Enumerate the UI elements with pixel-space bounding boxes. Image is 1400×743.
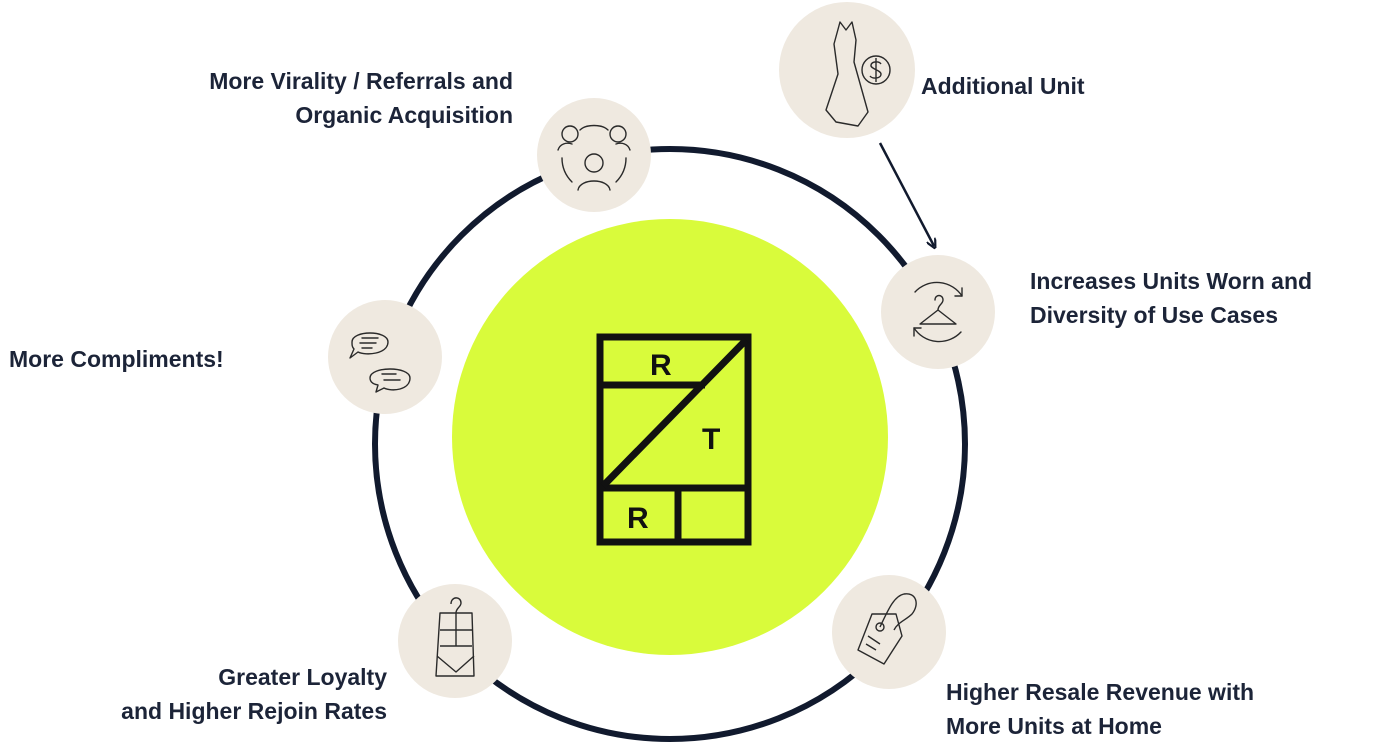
chat-bubbles-icon [349, 332, 411, 393]
center-disc [452, 219, 888, 655]
label-loyalty-line-1: Greater Loyalty [218, 664, 387, 690]
people-network-icon [557, 124, 631, 191]
node-virality [537, 98, 651, 212]
label-loyalty-line-2: and Higher Rejoin Rates [121, 698, 387, 724]
label-virality-line-2: Organic Acquisition [295, 102, 513, 128]
label-virality-line-1: More Virality / Referrals and [209, 68, 513, 94]
additional-unit-arrow [878, 142, 934, 246]
label-loyalty: Greater Loyalty and Higher Rejoin Rates [121, 660, 387, 728]
node-resale-revenue [832, 575, 946, 689]
logo-letter-r-top: R [650, 349, 672, 382]
garment-bag-icon [435, 597, 475, 677]
label-units-worn: Increases Units Worn and Diversity of Us… [1030, 264, 1312, 332]
dress-dollar-icon [825, 21, 891, 127]
logo-letter-r-bottom: R [627, 502, 649, 535]
label-resale-revenue-line-1: Higher Resale Revenue with [946, 679, 1255, 705]
flywheel-ring [372, 146, 968, 742]
rtr-logo [596, 333, 752, 546]
label-units-worn-line-2: Diversity of Use Cases [1030, 302, 1279, 328]
label-additional-unit-line-1: Additional Unit [921, 73, 1085, 99]
node-compliments [328, 300, 442, 414]
label-units-worn-line-1: Increases Units Worn and [1030, 268, 1313, 294]
node-loyalty [398, 584, 512, 698]
price-tag-icon [857, 593, 917, 665]
node-additional-unit [779, 2, 915, 138]
label-resale-revenue-line-2: More Units at Home [946, 713, 1162, 739]
label-virality: More Virality / Referrals and Organic Ac… [209, 64, 513, 132]
logo-letter-t: T [702, 423, 720, 456]
label-additional-unit: Additional Unit [921, 69, 1085, 103]
label-compliments-line-1: More Compliments! [9, 346, 224, 372]
label-compliments: More Compliments! [9, 342, 224, 376]
hanger-cycle-icon [913, 281, 963, 343]
node-units-worn [881, 255, 995, 369]
label-resale-revenue: Higher Resale Revenue with More Units at… [946, 675, 1254, 743]
